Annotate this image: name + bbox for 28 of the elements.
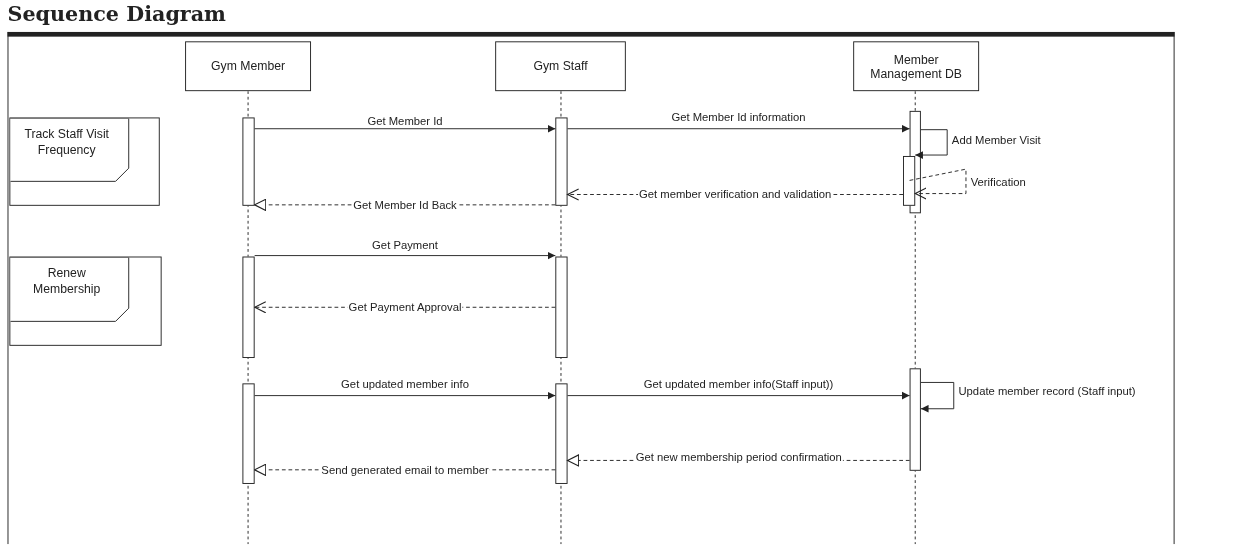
activation-bar	[242, 117, 255, 206]
activation-bar	[555, 256, 568, 358]
participant-name: Gym Staff	[533, 59, 588, 74]
message-label: Get updated member info(Staff input))	[642, 377, 835, 391]
participant-box	[185, 41, 312, 92]
frame-label: Track Staff Visit Frequency	[23, 125, 111, 158]
activation-bar	[555, 383, 568, 484]
activation-bar	[555, 117, 568, 206]
message-label: Send generated email to member	[320, 463, 490, 477]
activation-bar	[909, 368, 921, 471]
participant-name: Gym Member	[211, 59, 286, 74]
message-label: Get Payment	[371, 238, 439, 252]
message-label: Update member record (Staff input)	[957, 384, 1137, 398]
activation-bar	[242, 383, 255, 484]
participant-box	[853, 41, 980, 92]
message-label: Add Member Visit	[950, 133, 1042, 147]
title: Sequence Diagram	[7, 0, 226, 27]
frame-label: Renew Membership	[32, 265, 102, 297]
activation-bar	[903, 156, 916, 206]
message-label: Get Member Id	[366, 114, 444, 128]
message-label: Get new membership period confirmation	[634, 451, 843, 465]
message-label: Verification	[969, 175, 1027, 189]
participant-box	[495, 41, 626, 92]
activation-bar	[242, 256, 255, 358]
message-label: Get updated member info	[340, 377, 470, 391]
message-label: Get Payment Approval	[347, 300, 463, 314]
participant-name: Member Management DB	[869, 52, 963, 81]
message-label: Get Member Id Back	[352, 198, 458, 212]
